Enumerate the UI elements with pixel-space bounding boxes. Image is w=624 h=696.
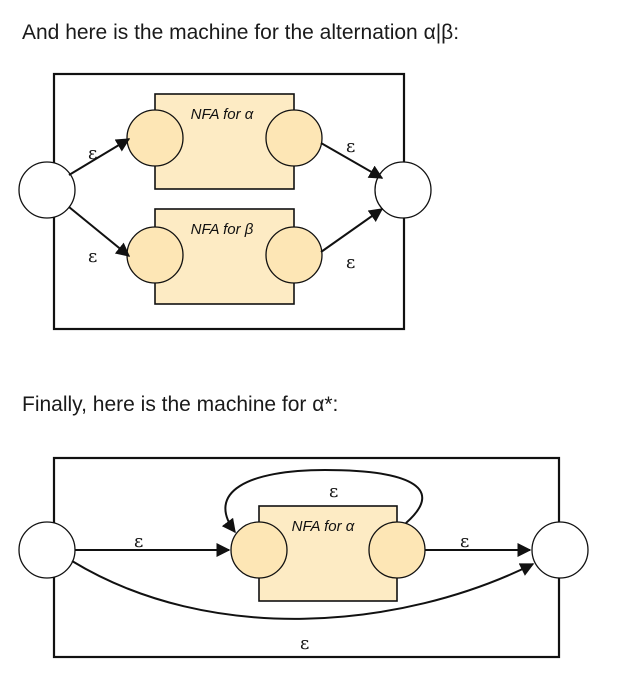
epsilon-edge-start-to-alpha bbox=[68, 138, 131, 176]
caption-star: Finally, here is the machine for α*: bbox=[22, 393, 339, 416]
epsilon-loop-edge bbox=[221, 468, 424, 534]
epsilon-bypass-edge bbox=[71, 560, 535, 620]
accept-state bbox=[531, 521, 589, 579]
epsilon-label: ε bbox=[88, 143, 97, 164]
nfa-beta-label: NFA for β bbox=[191, 221, 254, 238]
epsilon-label: ε bbox=[134, 531, 143, 552]
nfa-alpha-start-state bbox=[230, 521, 288, 579]
nfa-alpha-start-state bbox=[126, 109, 184, 167]
start-state bbox=[18, 161, 76, 219]
start-state bbox=[18, 521, 76, 579]
nfa-alpha-label: NFA for α bbox=[292, 518, 355, 535]
epsilon-edge-beta-to-accept bbox=[320, 208, 384, 253]
epsilon-label: ε bbox=[346, 136, 355, 157]
epsilon-label: ε bbox=[346, 252, 355, 273]
epsilon-label: ε bbox=[300, 633, 309, 654]
caption-alternation: And here is the machine for the alternat… bbox=[22, 21, 460, 44]
accept-state bbox=[374, 161, 432, 219]
epsilon-edge-start-to-beta bbox=[68, 206, 131, 257]
epsilon-label: ε bbox=[460, 531, 469, 552]
epsilon-label: ε bbox=[329, 481, 338, 502]
nfa-alpha-label: NFA for α bbox=[191, 106, 254, 123]
epsilon-label: ε bbox=[88, 246, 97, 267]
nfa-alpha-end-state bbox=[368, 521, 426, 579]
nfa-alpha-end-state bbox=[265, 109, 323, 167]
nfa-beta-end-state bbox=[265, 226, 323, 284]
epsilon-edge-alpha-to-accept bbox=[320, 142, 384, 179]
